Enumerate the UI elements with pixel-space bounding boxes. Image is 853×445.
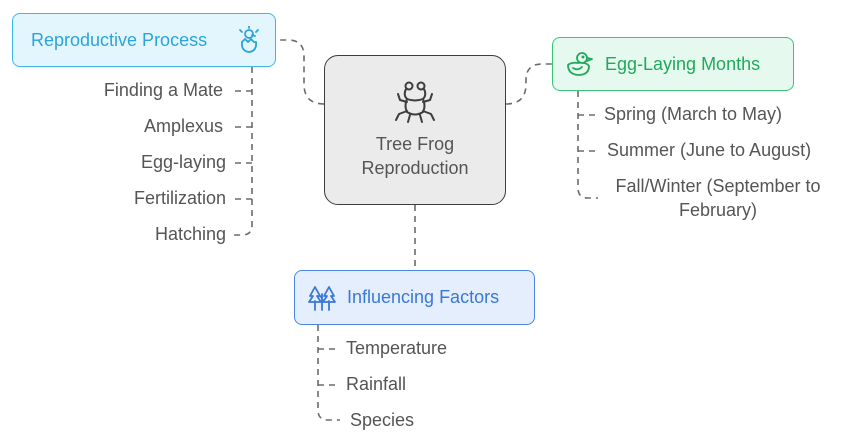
center-node: Tree Frog Reproduction	[324, 55, 506, 205]
egg-laying-months-title: Egg-Laying Months	[605, 53, 761, 74]
trees-icon	[307, 284, 337, 312]
reproductive-process-title: Reproductive Process	[31, 29, 208, 50]
list-item: Spring (March to May)	[604, 104, 783, 124]
influencing-factors-title: Influencing Factors	[347, 287, 500, 307]
reproductive-process-node: Reproductive Process	[12, 13, 276, 67]
connector-center-egg-laying	[505, 63, 552, 105]
hatching-egg-icon	[237, 26, 261, 54]
connector-repro-spine	[234, 67, 253, 236]
frog-icon	[390, 80, 440, 126]
list-item: Egg-laying	[140, 152, 226, 172]
egg-laying-months-node: Egg-Laying Months	[552, 37, 794, 91]
list-item: Finding a Mate	[103, 80, 223, 100]
duck-icon	[565, 51, 595, 77]
list-item: Summer (June to August)	[607, 140, 812, 160]
influencing-factors-node: Influencing Factors	[294, 270, 535, 325]
list-item: Fertilization	[133, 188, 226, 208]
list-item: Amplexus	[143, 116, 223, 136]
list-item: Hatching	[154, 224, 226, 244]
center-title: Tree Frog Reproduction	[361, 134, 469, 178]
connector-infl-spine	[317, 325, 340, 421]
list-item: Temperature	[346, 338, 448, 358]
connector-egg-spine	[577, 91, 598, 199]
list-item: Species	[350, 410, 415, 430]
connector-center-reproductive	[277, 39, 325, 105]
list-item: Rainfall	[346, 374, 407, 394]
list-item: Fall/Winter (September to February)	[615, 176, 821, 220]
